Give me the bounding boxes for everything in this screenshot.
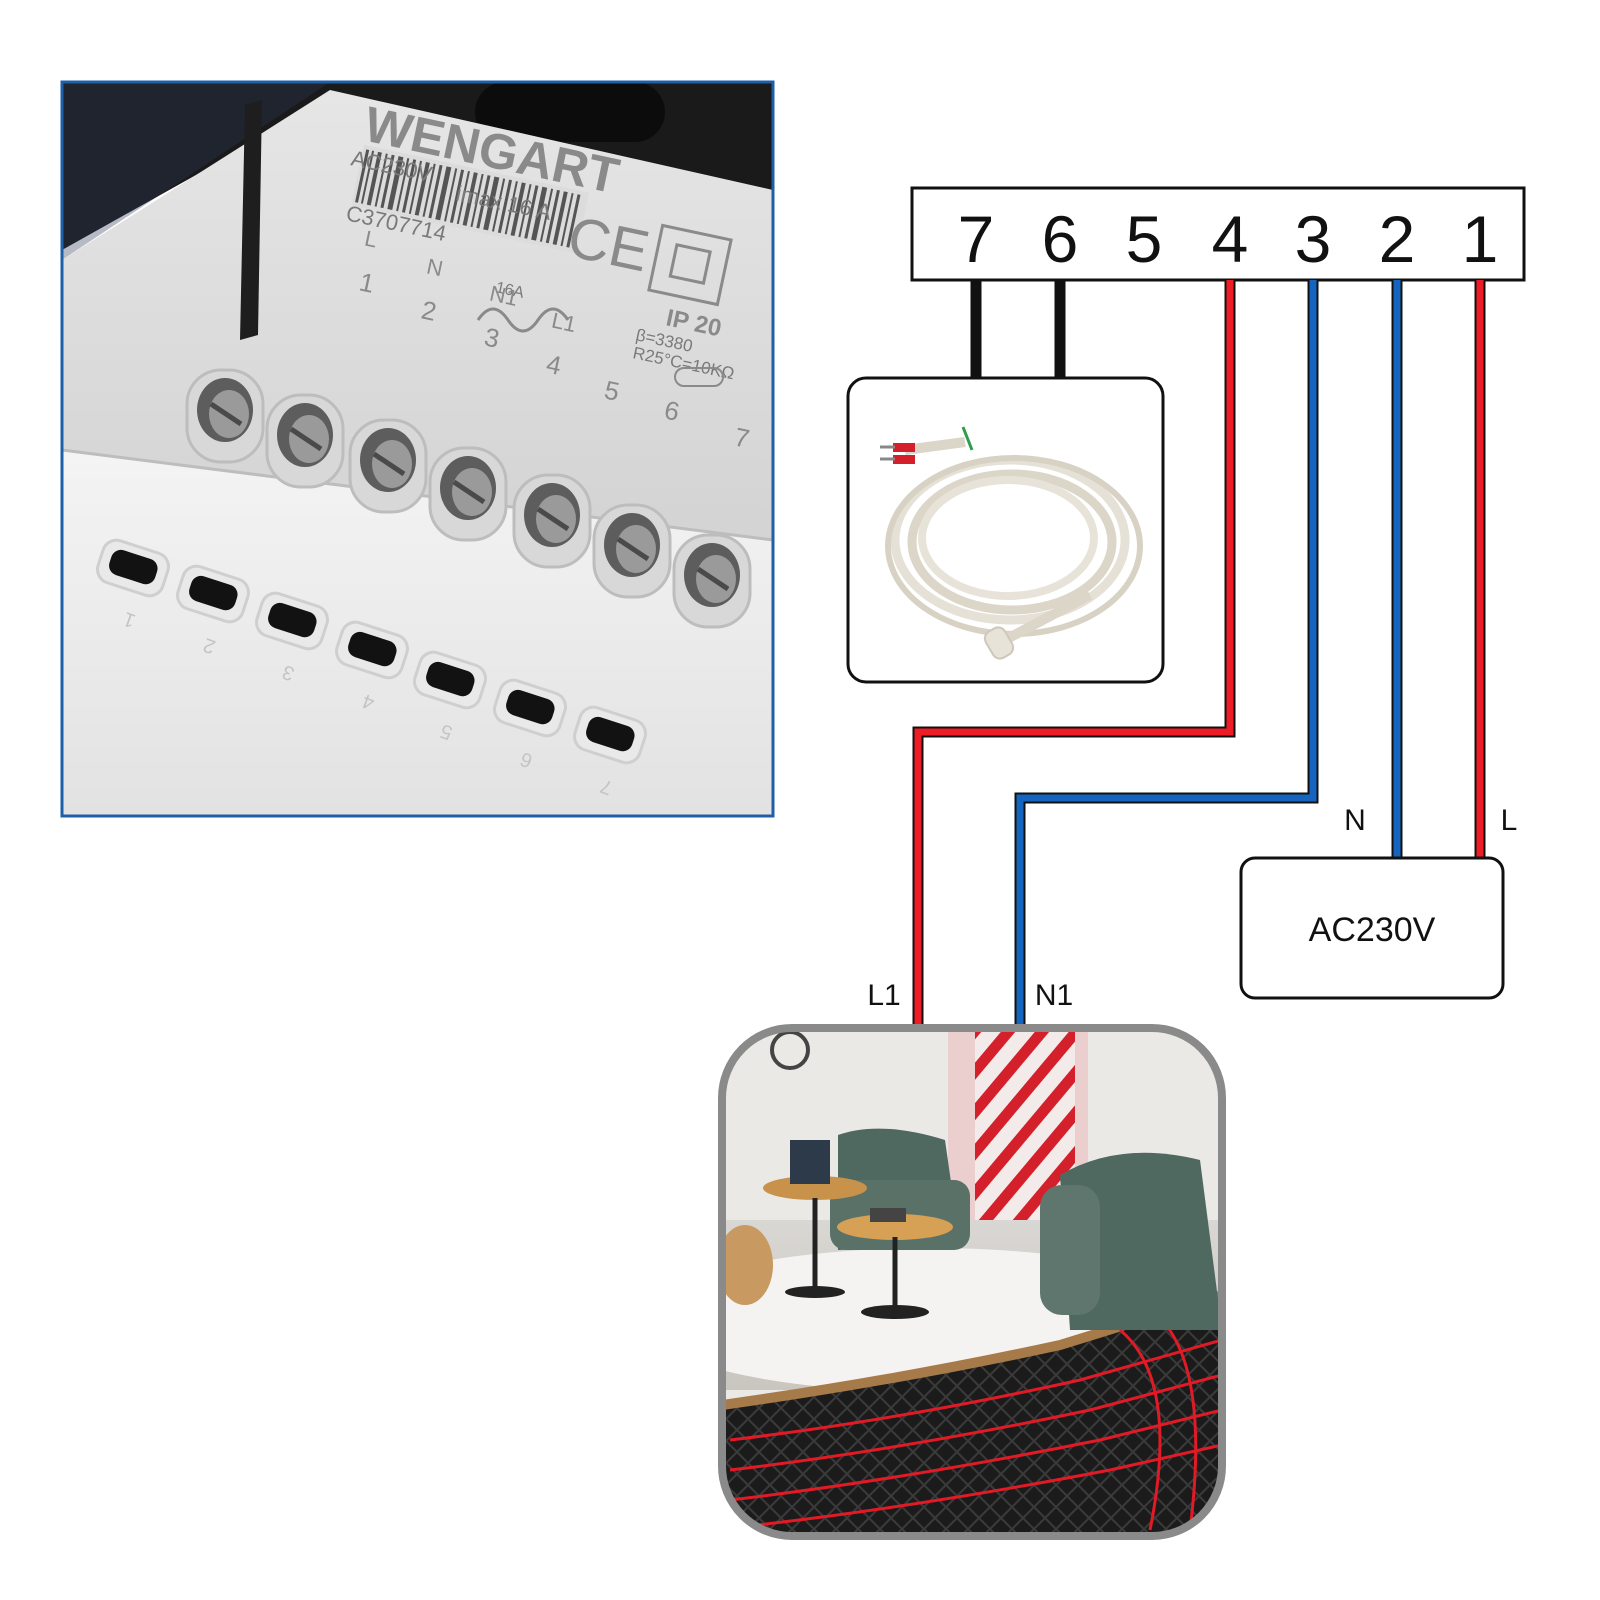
screw-terminal-6 — [592, 503, 672, 599]
relay-rating-label: 16A — [494, 279, 526, 302]
pin-number-3: 3 — [482, 322, 502, 354]
pin-symbol-1: L — [362, 226, 379, 253]
screw-terminal-7 — [672, 533, 752, 629]
load-live-wire-4 — [914, 280, 1234, 1028]
pin-symbol-4: L1 — [549, 308, 578, 338]
screw-terminal-5 — [512, 473, 592, 569]
load-live-label: L1 — [867, 979, 900, 1012]
screw-terminal-2 — [265, 393, 345, 489]
pin-number-2: 2 — [419, 295, 439, 327]
pin-number-6: 6 — [662, 395, 682, 427]
heated-floor-room-image — [718, 1024, 1226, 1540]
wire-socket-6: 6 — [493, 678, 567, 772]
screw-terminal-3 — [348, 418, 428, 514]
terminal-number-6: 6 — [1042, 202, 1079, 276]
ip-double-insulation-icon — [647, 223, 733, 307]
terminal-number-7: 7 — [958, 202, 995, 276]
power-supply-box: AC230V — [1239, 856, 1505, 1000]
terminal-number-4: 4 — [1212, 202, 1249, 276]
terminal-number-1: 1 — [1462, 202, 1499, 276]
pin-number-5: 5 — [602, 375, 622, 407]
barcode — [351, 144, 590, 254]
screw-terminal-row — [185, 368, 752, 629]
wire-socket-5: 5 — [413, 650, 487, 744]
product-photo: WENGART AC230V imax 16 A C3707714 CE IP … — [62, 82, 773, 816]
power-supply-label: AC230V — [1309, 911, 1436, 949]
pin-symbol-2: N — [424, 254, 445, 282]
pin-number-7: 7 — [732, 422, 752, 454]
pin-number-1: 1 — [357, 267, 377, 299]
wire-socket-7: 7 — [573, 705, 647, 799]
terminal-number-5: 5 — [1126, 202, 1163, 276]
neutral-label: N — [1344, 804, 1366, 837]
sensor-cable-coil-icon — [880, 426, 1143, 660]
wire-socket-1: 1 — [96, 538, 170, 632]
pin-symbol-3: N1 — [487, 281, 520, 311]
terminal-number-3: 3 — [1295, 202, 1332, 276]
wire-socket-2: 2 — [176, 564, 250, 658]
load-neutral-wire-3 — [1016, 280, 1317, 1028]
terminal-number-2: 2 — [1379, 202, 1416, 276]
product-photo-frame — [60, 80, 775, 818]
screw-terminal-4 — [428, 446, 508, 542]
load-neutral-label: N1 — [1035, 979, 1073, 1012]
floor-sensor-box — [846, 376, 1165, 684]
wire-socket-3: 3 — [255, 591, 329, 685]
screw-terminal-1 — [185, 368, 265, 464]
live-label: L — [1501, 804, 1518, 837]
wire-socket-4: 4 — [335, 620, 409, 714]
pin-number-4: 4 — [544, 349, 564, 381]
wires — [912, 280, 1486, 1028]
